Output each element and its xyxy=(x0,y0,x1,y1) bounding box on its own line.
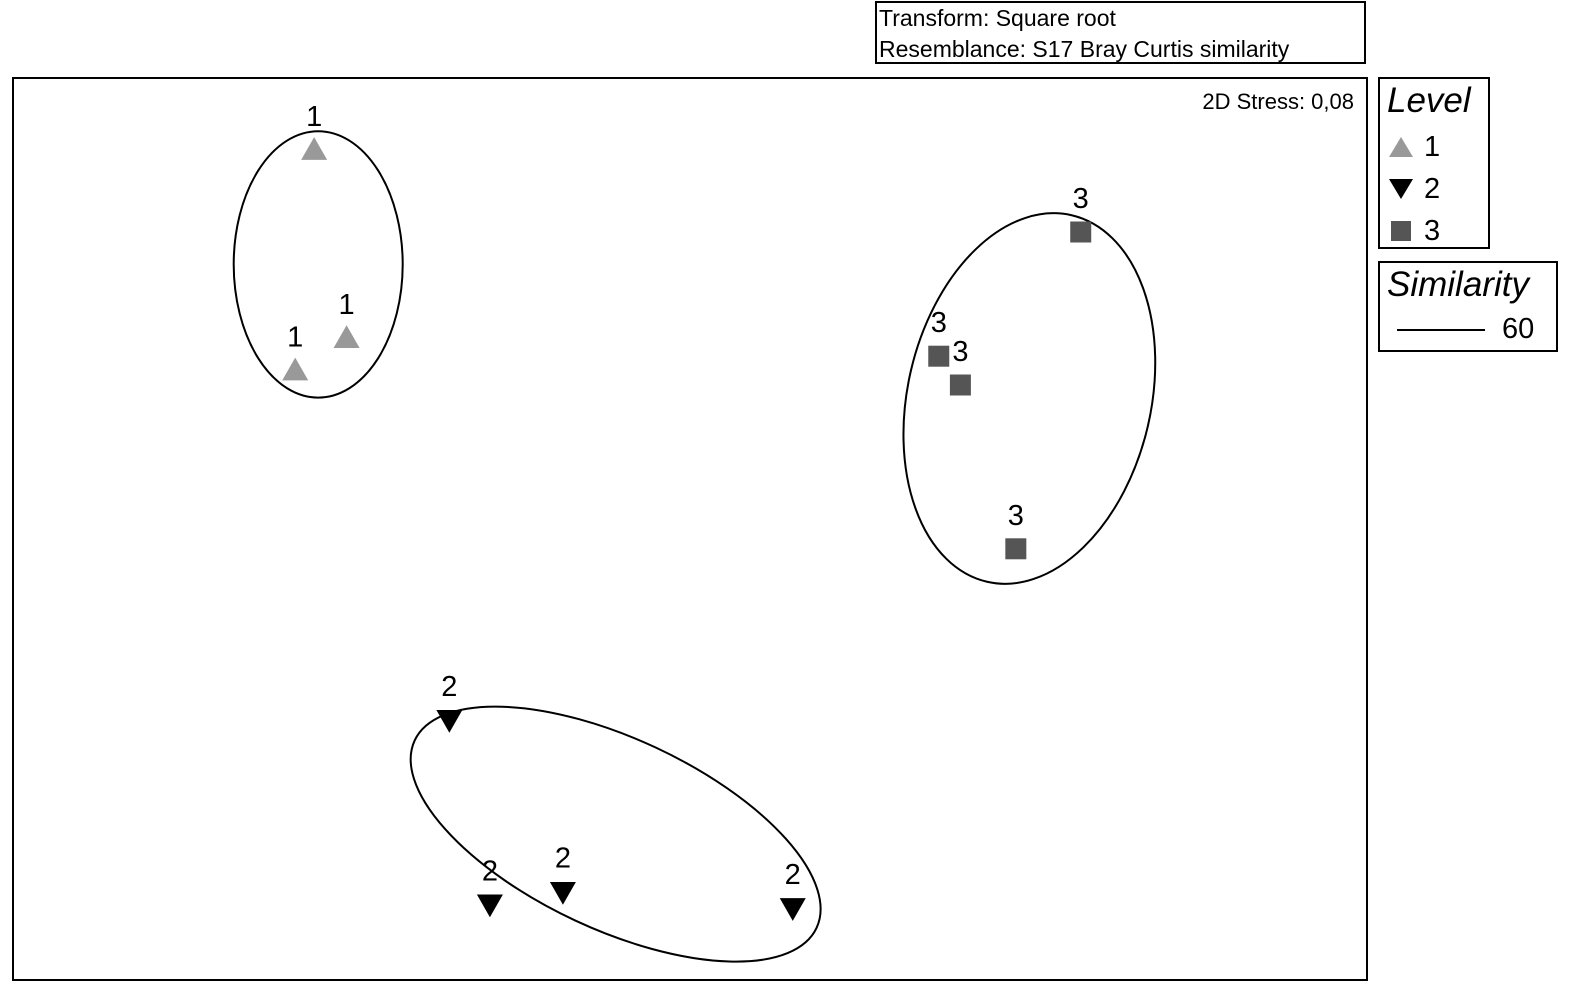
legend-label-2: 2 xyxy=(1424,172,1441,205)
data-point-level-1 xyxy=(301,137,328,160)
similarity-contour-3 xyxy=(409,705,822,963)
point-label-level-1: 1 xyxy=(287,322,303,354)
square-icon xyxy=(1391,221,1411,241)
data-point-level-3 xyxy=(1070,221,1092,243)
transform-info-box: Transform: Square root Resemblance: S17 … xyxy=(875,1,1366,64)
data-point-level-3 xyxy=(949,374,971,396)
data-point-level-1 xyxy=(333,325,360,348)
point-label-level-2: 2 xyxy=(785,859,801,891)
legend-label-3: 3 xyxy=(1424,214,1441,247)
data-point-level-2 xyxy=(779,898,806,921)
data-point-level-2 xyxy=(436,710,463,733)
point-label-level-2: 2 xyxy=(482,855,498,887)
legend-item-2: 2 xyxy=(1388,173,1440,205)
legend-item-1: 1 xyxy=(1388,131,1440,163)
point-label-level-3: 3 xyxy=(1008,500,1024,532)
point-label-level-3: 3 xyxy=(1073,183,1089,215)
similarity-value: 60 xyxy=(1502,313,1535,345)
triangle-up-icon xyxy=(1389,137,1413,157)
resemblance-label: Resemblance: S17 Bray Curtis similarity xyxy=(879,36,1290,62)
similarity-title: Similarity xyxy=(1387,265,1529,304)
data-point-level-3 xyxy=(1005,538,1027,560)
similarity-contour-1 xyxy=(232,130,404,399)
legend-item-3: 3 xyxy=(1388,215,1440,247)
point-label-level-1: 1 xyxy=(339,289,355,321)
similarity-contour-2 xyxy=(902,212,1157,585)
data-point-level-2 xyxy=(476,894,503,918)
legend-label-1: 1 xyxy=(1424,130,1441,163)
data-point-level-1 xyxy=(282,357,309,381)
point-label-level-1: 1 xyxy=(306,101,322,133)
triangle-down-icon xyxy=(1389,179,1413,199)
similarity-line-sample xyxy=(1397,329,1485,331)
transform-label: Transform: Square root xyxy=(879,5,1116,31)
point-label-level-2: 2 xyxy=(555,843,571,875)
data-point-level-2 xyxy=(549,881,576,905)
level-legend: Level 1 2 3 xyxy=(1378,77,1490,249)
point-label-level-3: 3 xyxy=(931,307,947,339)
stress-label: 2D Stress: 0,08 xyxy=(1202,89,1354,114)
similarity-legend: Similarity 60 xyxy=(1378,261,1558,352)
point-label-level-3: 3 xyxy=(952,336,968,368)
point-label-level-2: 2 xyxy=(441,671,457,703)
data-point-level-3 xyxy=(928,345,950,367)
legend-title: Level xyxy=(1387,81,1471,120)
